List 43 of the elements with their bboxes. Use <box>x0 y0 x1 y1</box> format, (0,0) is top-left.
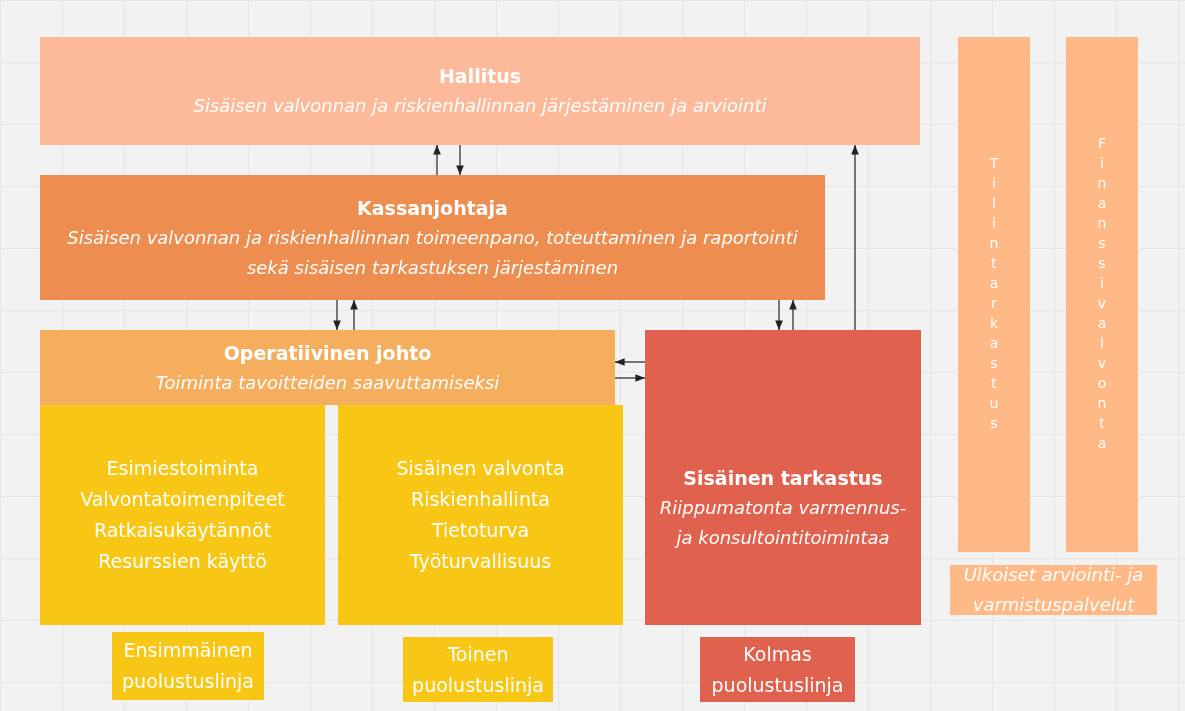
line-label-box <box>700 637 855 702</box>
arrow <box>333 299 341 331</box>
process-box <box>40 37 920 145</box>
arrow <box>851 144 859 331</box>
arrow <box>775 299 783 331</box>
box-title: Sisäinen tarkastus <box>683 465 883 491</box>
box-title: Hallitus <box>438 64 522 89</box>
process-box <box>40 175 825 300</box>
band-label: Ulkoiset arviointi- ja varmistuspalvelut <box>962 563 1145 617</box>
box-title: Operatiivinen johto <box>223 340 432 366</box>
box-title: Kassanjohtaja <box>357 195 508 221</box>
box-label: Kolmas puolustuslinja <box>710 641 845 698</box>
list-item: Riskienhallinta <box>410 487 551 512</box>
vertical-label: Finanssivalvonta <box>1094 134 1110 455</box>
arrow <box>614 374 646 382</box>
box-label: Toinen puolustuslinja <box>412 641 544 698</box>
process-box <box>645 330 921 625</box>
vertical-bar <box>958 37 1030 552</box>
list-item: Resurssien käyttö <box>98 549 267 574</box>
list-item: Esimiestoiminta <box>106 456 259 481</box>
arrow <box>350 299 358 331</box>
arrow <box>456 144 464 176</box>
external-band <box>950 565 1157 615</box>
box-description: Sisäisen valvonnan ja riskienhallinnan järjestäminen ja arviointi <box>193 94 767 118</box>
box-label: Ensimmäinen puolustuslinja <box>122 638 254 694</box>
arrow <box>614 358 646 366</box>
list-item: Työturvallisuus <box>409 549 552 574</box>
list-item: Ratkaisukäytännöt <box>93 518 272 543</box>
arrow <box>433 144 441 176</box>
box-description: Riippumatonta varmennus- ja konsultointitoimintaa <box>658 495 908 550</box>
arrow <box>789 299 797 331</box>
list-item: Sisäinen valvonta <box>396 456 565 481</box>
activity-box <box>338 405 623 625</box>
list-item: Valvontatoimenpiteet <box>80 487 285 512</box>
box-description: Sisäisen valvonnan ja riskienhallinnan toimeenpano, toteuttaminen ja raportointi sekä sisäisen tarkastuksen järjestäminen <box>66 225 799 280</box>
list-item: Tietoturva <box>431 518 530 543</box>
box-description: Toiminta tavoitteiden saavuttamiseksi <box>155 370 500 395</box>
vertical-bar <box>1066 37 1138 552</box>
line-label-box <box>403 637 553 702</box>
activity-box <box>40 405 325 625</box>
line-label-box <box>112 632 264 700</box>
vertical-label: Tilintarkastus <box>986 154 1002 435</box>
process-box <box>40 330 615 405</box>
